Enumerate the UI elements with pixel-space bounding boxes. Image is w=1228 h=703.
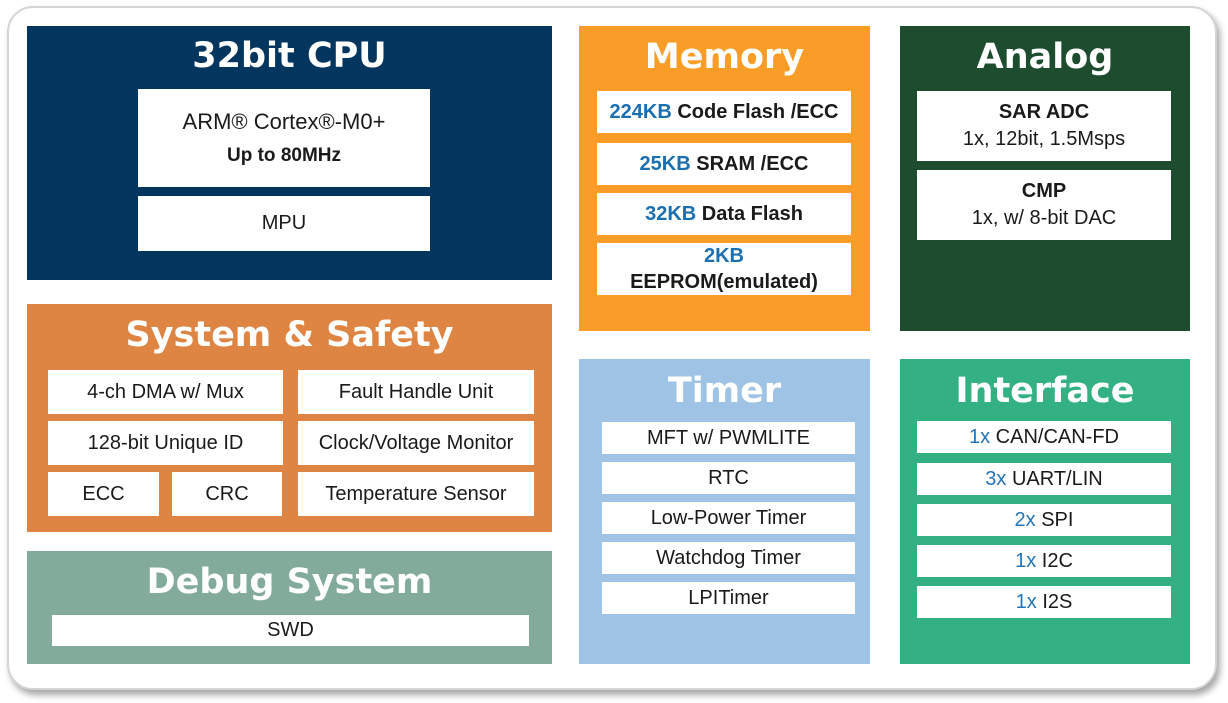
system-item: 4-ch DMA w/ Mux (48, 370, 283, 414)
memory-item: 2KB EEPROM(emulated) (597, 243, 851, 295)
analog-item-desc: 1x, w/ 8-bit DAC (971, 207, 1117, 229)
timer-item: Low-Power Timer (602, 502, 855, 534)
cpu-mpu-box: MPU (138, 196, 430, 251)
memory-label: EEPROM(emulated) (630, 271, 818, 293)
timer-title: Timer (667, 371, 782, 411)
system-item: ECC (48, 472, 159, 516)
interface-block: Interface 1x CAN/CAN-FD 3x UART/LIN 2x S… (900, 359, 1190, 664)
analog-item: SAR ADC 1x, 12bit, 1.5Msps (917, 91, 1171, 161)
memory-title: Memory (644, 37, 805, 77)
cpu-core-box: ARM® Cortex®-M0+ Up to 80MHz (138, 89, 430, 187)
analog-item-name: CMP (1021, 180, 1067, 202)
cpu-title: 32bit CPU (192, 36, 387, 76)
cpu-block: 32bit CPU ARM® Cortex®-M0+ Up to 80MHz M… (27, 26, 552, 280)
memory-item: 224KB Code Flash /ECC (597, 91, 851, 133)
analog-title: Analog (976, 37, 1114, 77)
cpu-core-label: ARM® Cortex®-M0+ (182, 109, 386, 134)
memory-block: Memory 224KB Code Flash /ECC 25KB SRAM /… (579, 26, 870, 331)
interface-item: 2x SPI (917, 504, 1171, 536)
debug-title: Debug System (146, 562, 433, 602)
interface-item: 1x I2S (917, 586, 1171, 618)
interface-count: 1x (1015, 590, 1037, 613)
timer-item: LPITimer (602, 582, 855, 614)
interface-count: 3x (985, 467, 1007, 490)
system-title: System & Safety (125, 315, 454, 355)
memory-size: 2KB (703, 245, 744, 267)
debug-item: SWD (52, 615, 529, 646)
interface-label: SPI (1035, 508, 1074, 531)
system-item: Clock/Voltage Monitor (298, 421, 534, 465)
interface-item: 1x I2C (917, 545, 1171, 577)
memory-label: SRAM /ECC (690, 152, 809, 175)
memory-label: Data Flash (696, 202, 803, 225)
interface-item: 3x UART/LIN (917, 463, 1171, 495)
timer-block: Timer MFT w/ PWMLITE RTC Low-Power Timer… (579, 359, 870, 664)
memory-item: 32KB Data Flash (597, 193, 851, 235)
interface-label: I2C (1036, 549, 1073, 572)
timer-item: RTC (602, 462, 855, 494)
cpu-freq-label: Up to 80MHz (227, 145, 341, 166)
interface-label: I2S (1036, 590, 1073, 613)
memory-item: 25KB SRAM /ECC (597, 143, 851, 185)
memory-label: Code Flash /ECC (671, 100, 839, 123)
interface-count: 1x (968, 425, 991, 448)
system-safety-block: System & Safety 4-ch DMA w/ Mux Fault Ha… (27, 304, 552, 532)
system-item: 128-bit Unique ID (48, 421, 283, 465)
analog-item-name: SAR ADC (998, 101, 1090, 123)
memory-size: 224KB (609, 100, 672, 123)
interface-label: CAN/CAN-FD (990, 425, 1119, 448)
analog-item-desc: 1x, 12bit, 1.5Msps (962, 128, 1126, 150)
analog-item: CMP 1x, w/ 8-bit DAC (917, 170, 1171, 240)
memory-size: 32KB (645, 202, 697, 225)
interface-count: 1x (1015, 549, 1037, 572)
timer-item: MFT w/ PWMLITE (602, 422, 855, 454)
system-item: Fault Handle Unit (298, 370, 534, 414)
analog-block: Analog SAR ADC 1x, 12bit, 1.5Msps CMP 1x… (900, 26, 1190, 331)
timer-item: Watchdog Timer (602, 542, 855, 574)
system-item: Temperature Sensor (298, 472, 534, 516)
interface-item: 1x CAN/CAN-FD (917, 421, 1171, 453)
memory-size: 25KB (639, 152, 691, 175)
debug-system-block: Debug System SWD (27, 551, 552, 664)
interface-label: UART/LIN (1006, 467, 1103, 490)
interface-title: Interface (955, 371, 1135, 411)
system-item: CRC (172, 472, 282, 516)
interface-count: 2x (1014, 508, 1036, 531)
